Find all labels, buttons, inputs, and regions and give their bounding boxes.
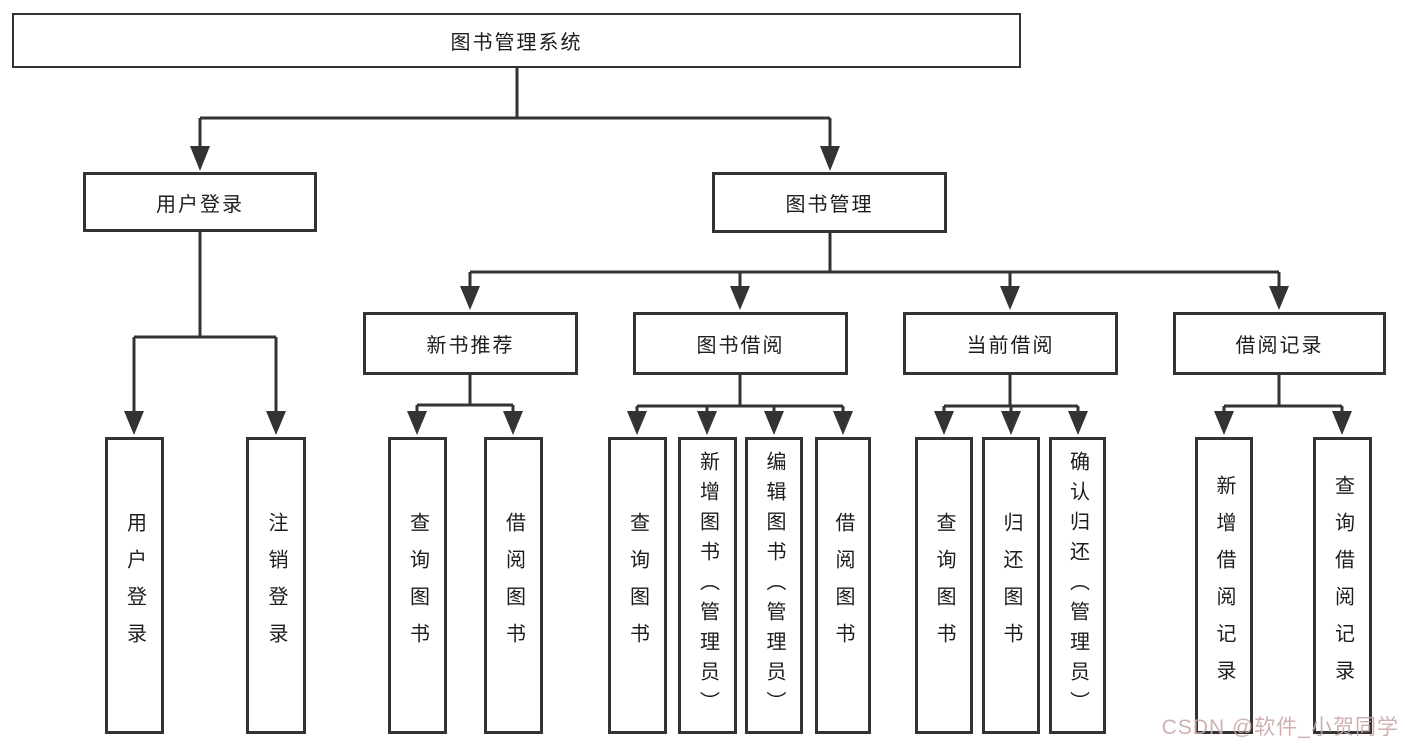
node-book-mgmt-label: 图书管理: [785, 194, 874, 216]
leaf-query-borrow-record: 查询借阅记录: [1313, 437, 1372, 734]
leaf-logout: 注销登录: [246, 437, 306, 734]
node-book-mgmt: 图书管理: [712, 172, 947, 233]
node-current-borrow: 当前借阅: [903, 312, 1118, 375]
leaf-borrow-books-2: 借阅图书: [815, 437, 871, 734]
leaf-borrow-books-1: 借阅图书: [484, 437, 543, 734]
node-book-borrow-label: 图书借阅: [696, 335, 785, 357]
connector-borrow-records-children: [1214, 375, 1352, 435]
node-user-login: 用户登录: [83, 172, 317, 232]
leaf-add-books-admin: 新增图书（管理员）: [678, 437, 737, 734]
node-book-borrow: 图书借阅: [633, 312, 848, 375]
connector-current-borrow-children: [934, 375, 1088, 435]
leaf-confirm-return-admin: 确认归还（管理员）: [1049, 437, 1106, 734]
node-system-root-label: 图书管理系统: [450, 32, 583, 54]
leaf-add-borrow-record: 新增借阅记录: [1195, 437, 1253, 734]
leaf-query-books-3: 查询图书: [915, 437, 973, 734]
leaf-query-books-2: 查询图书: [608, 437, 667, 734]
node-user-login-label: 用户登录: [156, 193, 244, 216]
connector-root-to-level1: [190, 68, 840, 171]
leaf-return-books: 归还图书: [982, 437, 1040, 734]
connector-user-login-children: [124, 232, 286, 435]
connector-book-mgmt-children: [460, 232, 1289, 310]
connector-book-borrow-children: [627, 375, 853, 435]
node-system-root: 图书管理系统: [12, 13, 1021, 68]
connector-new-book-children: [407, 375, 523, 435]
node-borrow-records-label: 借阅记录: [1235, 335, 1324, 357]
leaf-user-login: 用户登录: [105, 437, 164, 734]
node-new-book-rec: 新书推荐: [363, 312, 578, 375]
node-new-book-rec-label: 新书推荐: [426, 335, 515, 357]
watermark: CSDN @软件_小贺同学: [1161, 716, 1399, 739]
node-current-borrow-label: 当前借阅: [966, 335, 1055, 357]
leaf-query-books-1: 查询图书: [388, 437, 447, 734]
leaf-edit-books-admin: 编辑图书（管理员）: [745, 437, 803, 734]
node-borrow-records: 借阅记录: [1173, 312, 1386, 375]
